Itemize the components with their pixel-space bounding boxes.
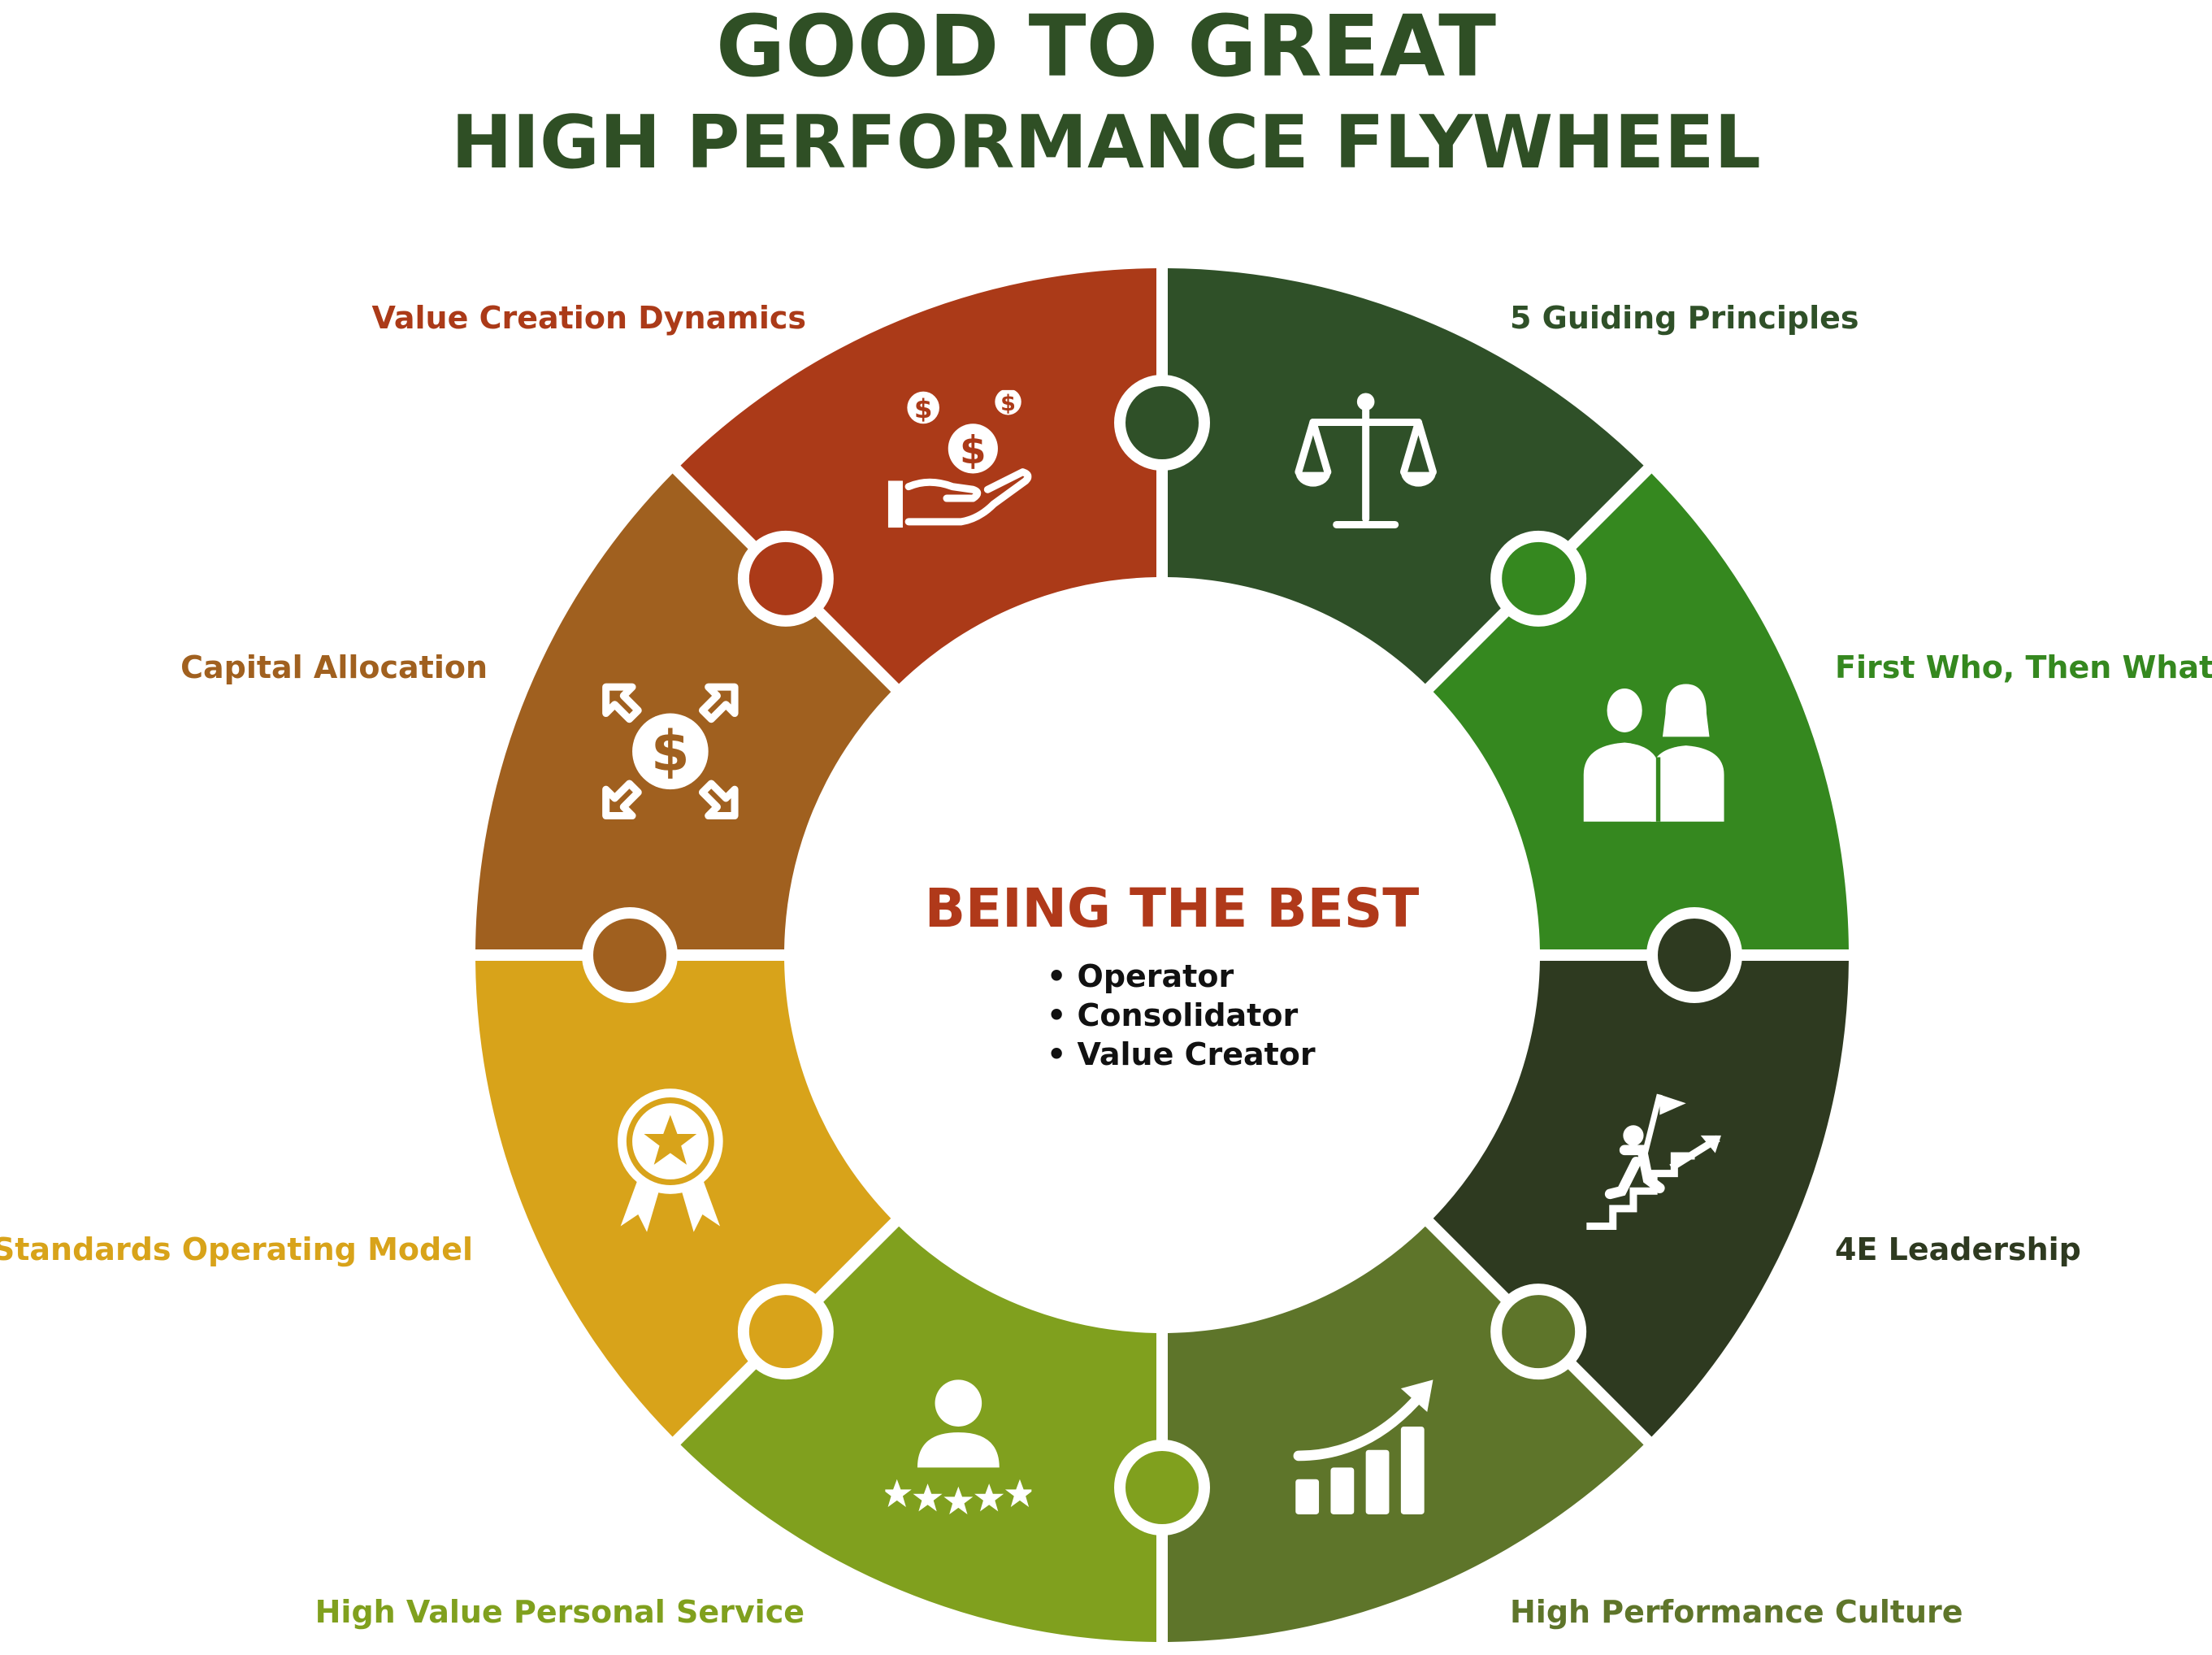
puzzle-tab-8: [1114, 375, 1210, 471]
puzzle-tab-layer: [582, 375, 1742, 1536]
puzzle-tab-7: [737, 530, 834, 627]
segment-label-first-who: First Who, Then What: [1835, 649, 2212, 685]
puzzle-tab-5: [737, 1284, 834, 1380]
puzzle-tab-6: [582, 907, 678, 1003]
puzzle-tab-3: [1490, 1284, 1587, 1380]
center-item-value-creator: • Value Creator: [1047, 1036, 1316, 1072]
center-heading: BEING THE BEST: [925, 877, 1420, 940]
title-line-1: GOOD TO GREAT: [715, 0, 1497, 96]
center-item-consolidator: • Consolidator: [1047, 997, 1298, 1033]
segment-label-guiding-principles: 5 Guiding Principles: [1510, 300, 1859, 336]
center-hub: [790, 583, 1534, 1327]
segment-label-4e-leadership: 4E Leadership: [1835, 1231, 2081, 1267]
segment-label-value-creation: Value Creation Dynamics: [372, 300, 806, 336]
segment-label-capital-allocation: Capital Allocation: [180, 649, 488, 685]
segment-label-high-performance-culture: High Performance Culture: [1510, 1594, 1963, 1630]
segment-label-personal-service: High Value Personal Service: [315, 1594, 805, 1630]
puzzle-tab-4: [1114, 1440, 1210, 1536]
puzzle-tab-1: [1490, 530, 1587, 627]
title-line-2: HIGH PERFORMANCE FLYWHEEL: [451, 100, 1761, 185]
center-item-operator: • Operator: [1047, 958, 1234, 994]
segment-label-operating-model: Standards Operating Model: [0, 1231, 473, 1267]
puzzle-tab-2: [1646, 907, 1742, 1003]
